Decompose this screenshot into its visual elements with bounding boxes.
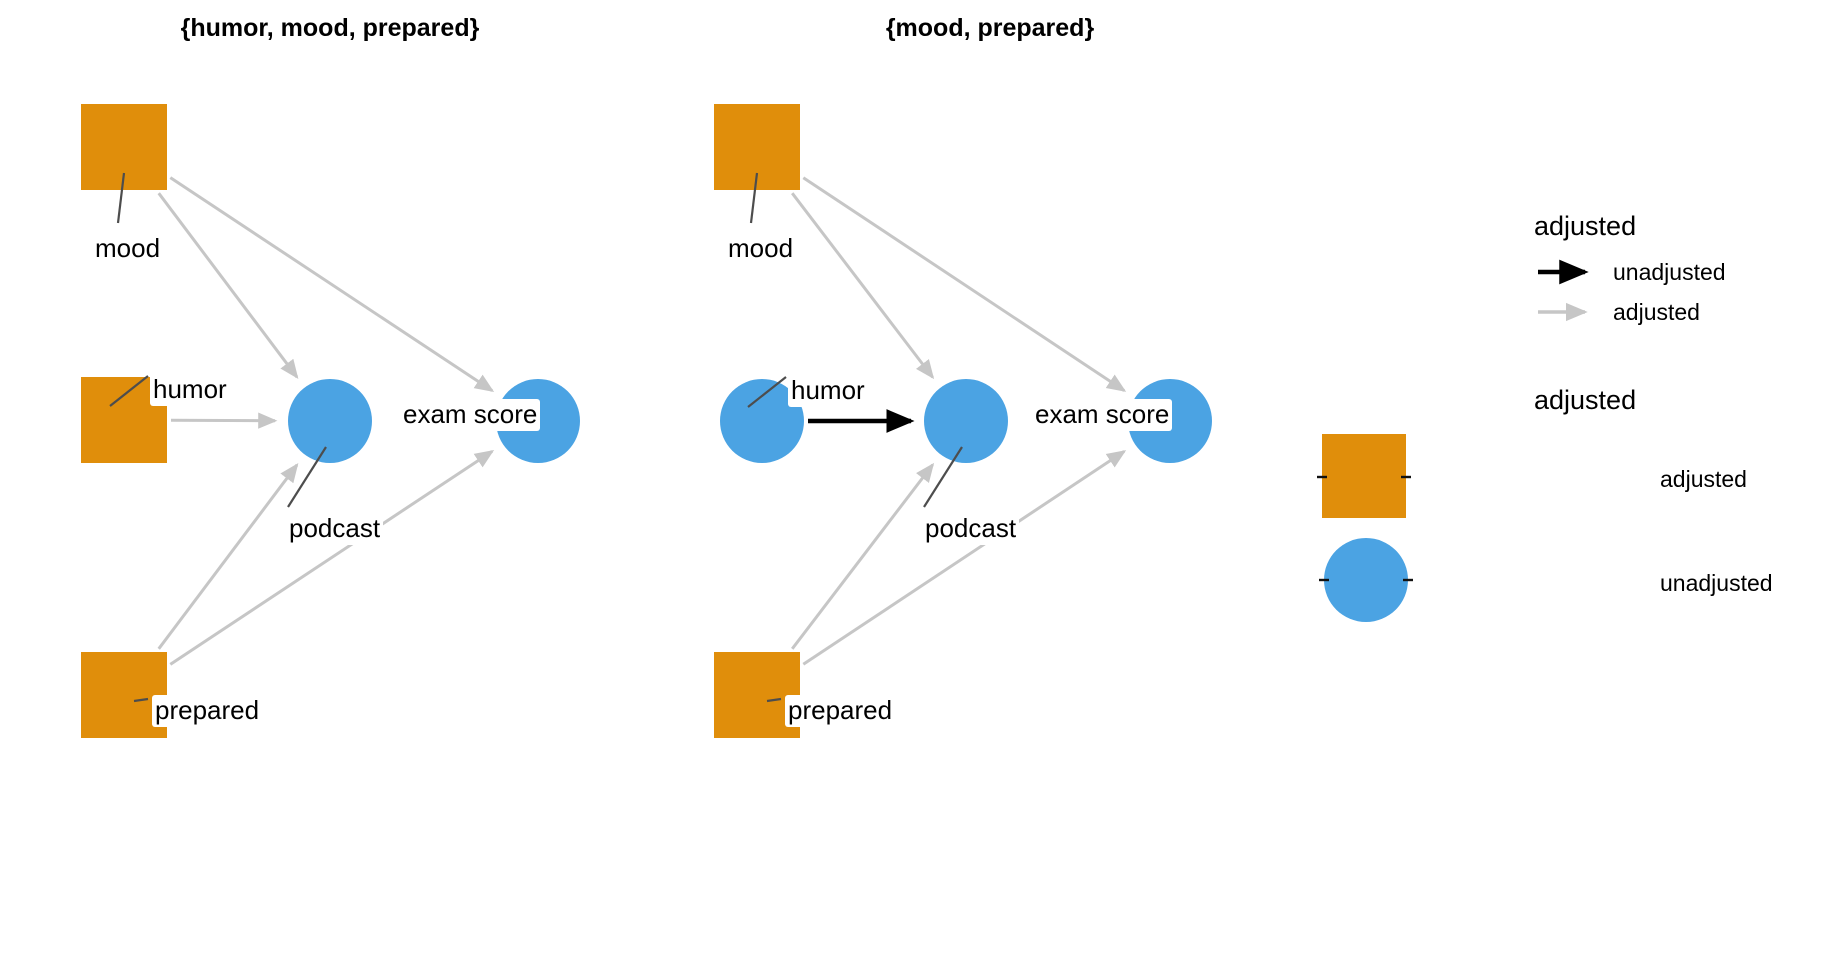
edge-mood-to-podcast bbox=[157, 192, 299, 379]
node-legend-glyph-adjusted-square-icon[interactable] bbox=[1322, 434, 1406, 518]
node-legend-glyph-unadjusted-circle-icon[interactable] bbox=[1324, 538, 1408, 622]
edge-humor-to-podcast bbox=[170, 412, 278, 429]
edge-legend-item-unadjusted-label[interactable]: unadjusted bbox=[1613, 259, 1726, 285]
node-legend-title: adjusted bbox=[1534, 385, 1637, 415]
label-leader-prepared bbox=[133, 697, 149, 703]
label-leader-mood bbox=[749, 172, 759, 224]
edge-mood-to-exam_score bbox=[169, 176, 495, 392]
node-label-exam_score: exam score bbox=[1032, 399, 1173, 431]
node-label-humor: humor bbox=[788, 375, 868, 407]
node-label-mood: mood bbox=[92, 233, 164, 265]
panel-title-right: {mood, prepared} bbox=[885, 14, 1095, 42]
label-leaders-layer bbox=[109, 172, 963, 703]
node-label-podcast: podcast bbox=[286, 513, 384, 545]
label-leader-humor bbox=[747, 376, 787, 408]
label-leader-prepared bbox=[766, 697, 782, 703]
label-leader-podcast bbox=[287, 446, 327, 508]
node-legend-item-adjusted-label[interactable]: adjusted bbox=[1660, 466, 1747, 492]
node-label-humor: humor bbox=[150, 374, 230, 406]
edge-prepared-to-podcast bbox=[157, 463, 299, 650]
edge-prepared-to-exam_score bbox=[802, 450, 1127, 666]
node-mood[interactable] bbox=[81, 104, 167, 190]
node-label-podcast: podcast bbox=[922, 513, 1020, 545]
node-label-prepared: prepared bbox=[152, 695, 263, 727]
node-podcast[interactable] bbox=[288, 379, 372, 463]
label-leader-podcast bbox=[923, 446, 963, 508]
edge-legend-title: adjusted bbox=[1534, 211, 1637, 241]
label-leader-humor bbox=[109, 375, 149, 407]
edge-mood-to-podcast bbox=[791, 192, 935, 380]
edge-mood-to-exam_score bbox=[802, 176, 1127, 392]
label-leader-mood bbox=[116, 172, 126, 224]
node-label-exam_score: exam score bbox=[400, 399, 541, 431]
node-label-mood: mood bbox=[725, 233, 797, 265]
edge-prepared-to-exam_score bbox=[169, 450, 495, 666]
edge-legend-item-adjusted-label[interactable]: adjusted bbox=[1613, 299, 1700, 325]
node-legend-item-unadjusted-label[interactable]: unadjusted bbox=[1660, 570, 1773, 596]
edges-layer bbox=[157, 176, 1127, 666]
panel-title-left: {humor, mood, prepared} bbox=[180, 14, 480, 42]
node-podcast[interactable] bbox=[924, 379, 1008, 463]
legend-glyphs bbox=[1317, 259, 1589, 622]
node-mood[interactable] bbox=[714, 104, 800, 190]
node-label-prepared: prepared bbox=[785, 695, 896, 727]
edge-prepared-to-podcast bbox=[791, 462, 935, 650]
